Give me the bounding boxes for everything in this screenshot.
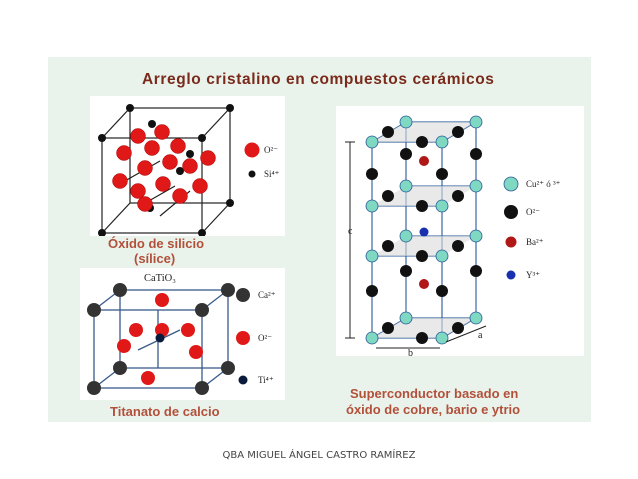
titanium-legend-icon [238, 375, 248, 385]
oxygen-legend-icon-3 [504, 205, 518, 219]
silica-legend-silicon: Si⁴⁺ [264, 169, 280, 179]
titanate-legend-titanium: Ti⁴⁺ [258, 375, 274, 385]
sc-legend-copper: Cu²⁺ ó ³⁺ [526, 179, 561, 189]
superconductor-caption-1: Superconductor basado en [350, 386, 519, 401]
slide-title: Arreglo cristalino en compuestos cerámic… [142, 71, 495, 88]
titanate-diagram: CaTiO₃ Ca²⁺ O²⁻ Ti⁴⁺ [87, 273, 276, 395]
titanate-caption: Titanato de calcio [110, 404, 220, 419]
titanate-panel: CaTiO₃ Ca²⁺ O²⁻ Ti⁴⁺ [80, 268, 285, 400]
silicon-legend-icon [248, 170, 256, 178]
slide-footer: QBA MIGUEL ÁNGEL CASTRO RAMÍREZ [222, 450, 416, 461]
calcium-legend-icon [236, 288, 250, 302]
axis-b-label: b [408, 348, 413, 356]
silica-caption-2: (sílice) [134, 251, 176, 266]
superconductor-diagram: c [345, 115, 561, 359]
silica-caption-1: Óxido de silicio [108, 236, 205, 251]
silica-panel: O²⁻ Si⁴⁺ [90, 96, 285, 237]
superconductor-panel: c [336, 106, 584, 359]
superconductor-caption-2: óxido de cobre, bario e ytrio [346, 402, 521, 417]
oxygen-legend-icon [244, 142, 260, 158]
oxygen-legend-icon-2 [236, 331, 250, 345]
axis-c-label: c [348, 226, 353, 237]
sc-legend-barium: Ba²⁺ [526, 237, 544, 247]
titanate-legend-oxygen: O²⁻ [258, 333, 272, 343]
titanate-legend-calcium: Ca²⁺ [258, 290, 276, 300]
yttrium-legend-icon [506, 270, 516, 280]
silica-legend-oxygen: O²⁻ [264, 145, 278, 155]
barium-legend-icon [505, 236, 517, 248]
copper-legend-icon [503, 176, 519, 192]
sc-legend-yttrium: Y³⁺ [526, 270, 540, 280]
sc-legend-oxygen: O²⁻ [526, 207, 540, 217]
axis-a-label: a [478, 330, 483, 341]
titanate-formula: CaTiO₃ [144, 273, 176, 284]
silica-diagram: O²⁻ Si⁴⁺ [98, 104, 280, 237]
